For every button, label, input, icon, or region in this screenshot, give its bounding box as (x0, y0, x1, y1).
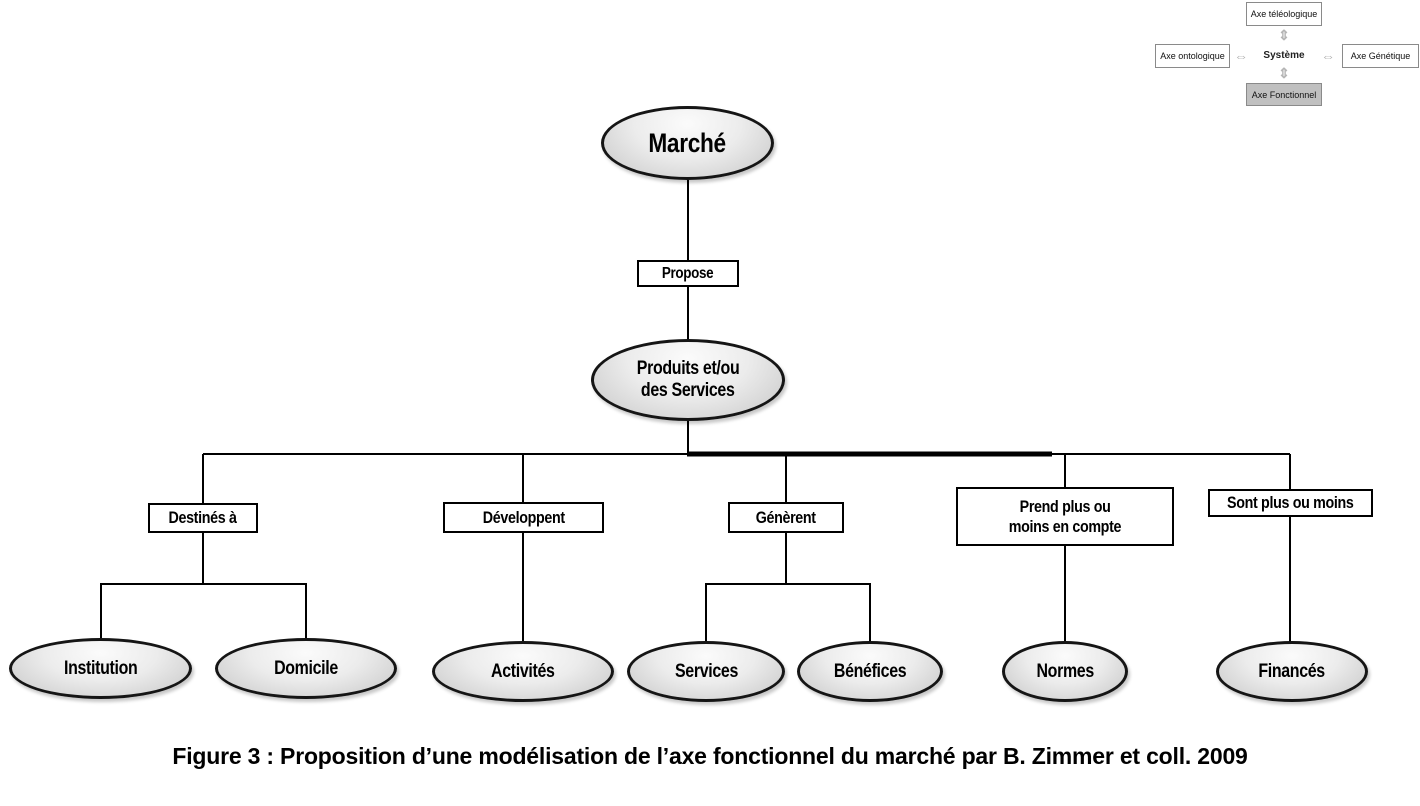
node-services: Services (627, 641, 785, 702)
node-domicile-label: Domicile (274, 657, 338, 679)
double-arrow-vertical-icon: ⇕ (1278, 65, 1290, 81)
node-services-label: Services (674, 660, 738, 682)
node-produits-services: Produits et/ou des Services (591, 339, 785, 421)
node-generent-label: Génèrent (755, 507, 817, 527)
node-institution: Institution (9, 638, 192, 699)
figure-caption: Figure 3 : Proposition d’une modélisatio… (172, 743, 1248, 769)
edges-main (100, 180, 1291, 645)
double-arrow-horizontal-icon: ⇔ (1234, 48, 1248, 64)
node-benefices: Bénéfices (797, 641, 943, 702)
node-propose-label: Propose (662, 264, 714, 282)
inset-box-axe-teleologique: Axe téléologique (1246, 2, 1322, 26)
node-prend-plus-ou-moins-en-compte: Prend plus ou moins en compte (956, 487, 1174, 546)
node-activites-label: Activités (491, 660, 555, 682)
node-sont-plus-ou-moins: Sont plus ou moins (1208, 489, 1373, 517)
node-developpent-label: Développent (482, 507, 565, 527)
inset-box-axe-fonctionnel-label: Axe Fonctionnel (1251, 89, 1317, 100)
node-generent: Génèrent (728, 502, 844, 533)
inset-box-axe-fonctionnel: Axe Fonctionnel (1246, 83, 1322, 106)
node-domicile: Domicile (215, 638, 397, 699)
node-institution-label: Institution (63, 657, 138, 679)
node-normes: Normes (1002, 641, 1128, 702)
node-finances-label: Financés (1258, 660, 1326, 682)
node-developpent: Développent (443, 502, 604, 533)
inset-systeme-label: Système (1263, 50, 1305, 61)
inset-box-axe-ontologique-label: Axe ontologique (1160, 51, 1225, 61)
double-arrow-horizontal-icon: ⇔ (1321, 48, 1335, 64)
node-activites: Activités (432, 641, 614, 702)
node-produits-services-label: Produits et/ou des Services (636, 358, 740, 401)
inset-box-axe-genetique-label: Axe Génétique (1350, 51, 1411, 61)
node-destines-a: Destinés à (148, 503, 258, 533)
double-arrow-vertical-icon: ⇕ (1278, 27, 1290, 43)
node-finances: Financés (1216, 641, 1368, 702)
node-destines-a-label: Destinés à (168, 508, 238, 527)
node-benefices-label: Bénéfices (833, 660, 907, 682)
inset-box-axe-genetique: Axe Génétique (1342, 44, 1419, 68)
inset-box-axe-ontologique: Axe ontologique (1155, 44, 1230, 68)
node-marche: Marché (601, 106, 774, 180)
node-prend-label: Prend plus ou moins en compte (1008, 497, 1122, 536)
node-normes-label: Normes (1036, 660, 1094, 682)
node-propose: Propose (637, 260, 739, 287)
node-sont-plus-ou-moins-label: Sont plus ou moins (1227, 493, 1354, 512)
node-marche-label: Marché (648, 127, 727, 158)
inset-box-axe-teleologique-label: Axe téléologique (1250, 9, 1318, 19)
